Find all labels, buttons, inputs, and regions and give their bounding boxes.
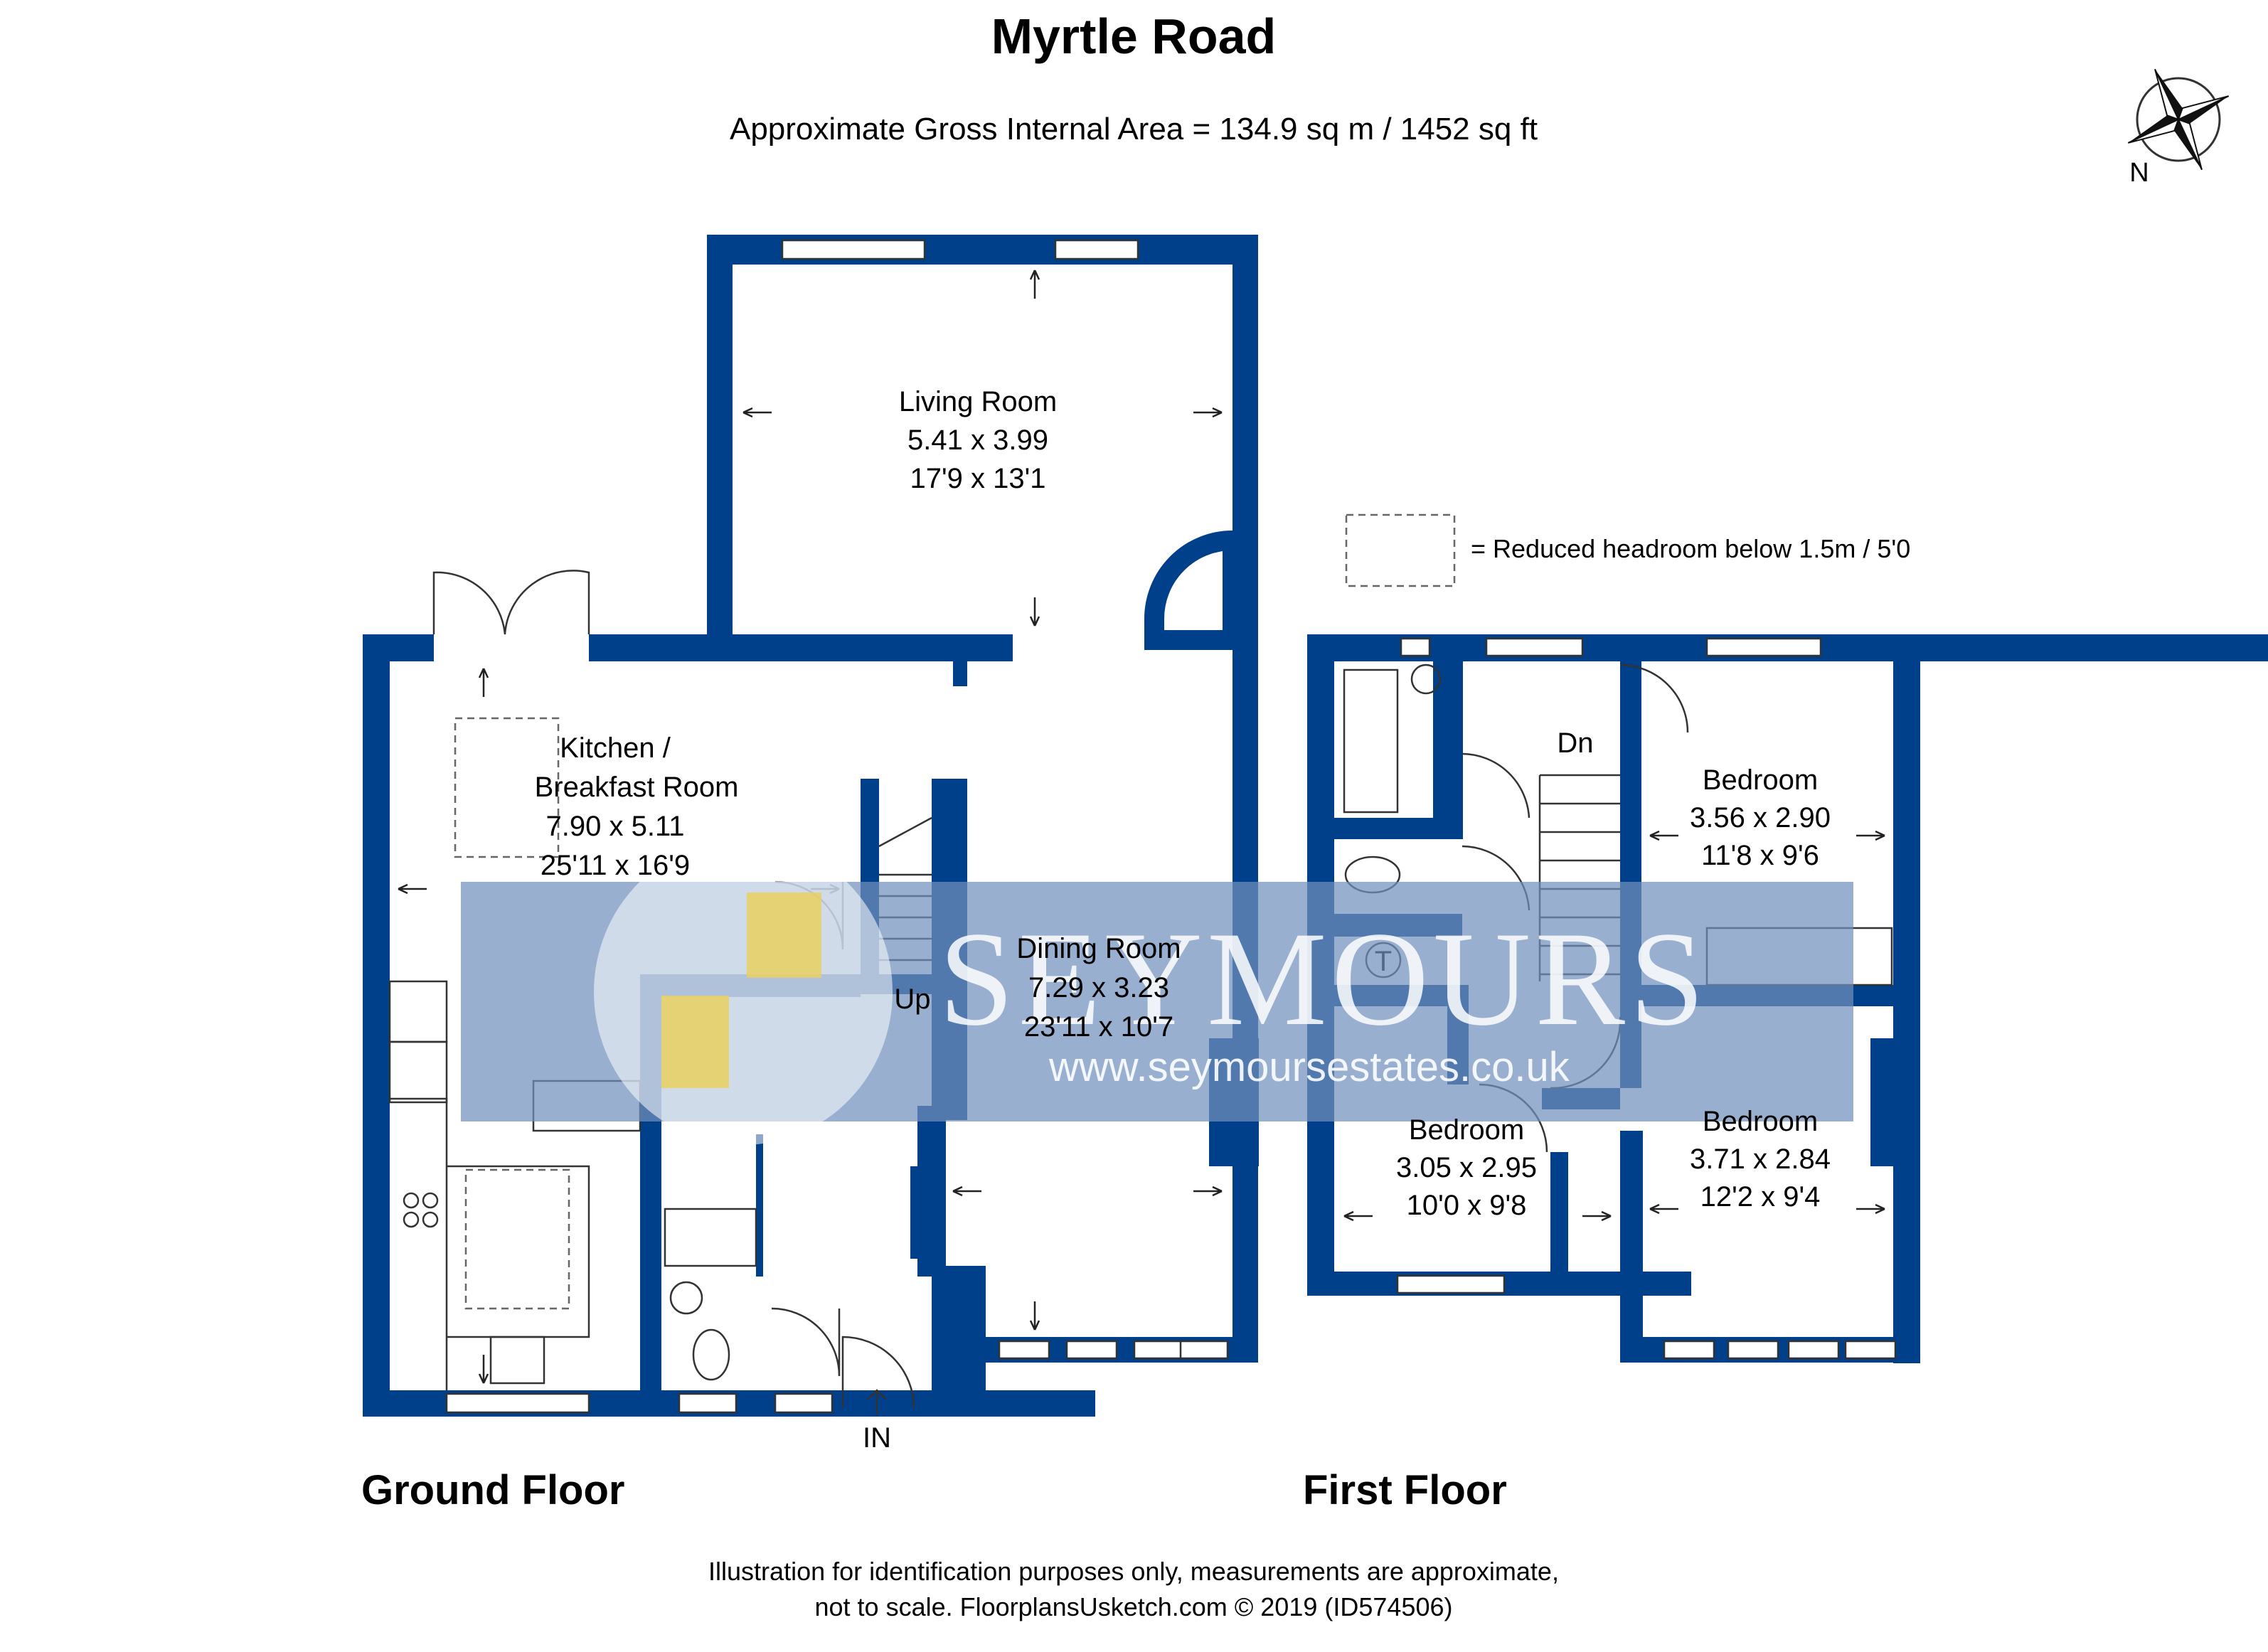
ground-floor-label: Ground Floor (361, 1467, 625, 1513)
room-name: Bedroom (1703, 764, 1818, 796)
room-imperial: 10'0 x 9'8 (1407, 1190, 1527, 1221)
room-imperial: 23'11 x 10'7 (1024, 1011, 1173, 1043)
room-metric: 7.90 x 5.11 (546, 811, 685, 842)
compass-rose-icon (2127, 68, 2230, 171)
ground-floor-fixtures (388, 717, 932, 1390)
stairs-up-label: Up (894, 984, 930, 1015)
logo-yellow-block (661, 996, 729, 1088)
room-label-kitchen: Kitchen / Breakfast Room 7.90 x 5.11 25'… (535, 732, 739, 881)
reduced-headroom-legend-label: = Reduced headroom below 1.5m / 5'0 (1471, 534, 1910, 563)
room-name: Kitchen / (560, 732, 671, 764)
room-label-dining-room: Dining Room 7.29 x 3.23 23'11 x 10'7 (1016, 933, 1181, 1043)
room-name: Bedroom (1703, 1106, 1818, 1137)
room-label-bedroom-2: Bedroom 3.05 x 2.95 10'0 x 9'8 (1396, 1114, 1537, 1221)
logo-yellow-block (747, 892, 821, 978)
room-imperial: 12'2 x 9'4 (1700, 1181, 1821, 1213)
room-name: Living Room (899, 386, 1057, 417)
dimension-arrows (398, 270, 1885, 1384)
seymours-watermark: SEYMOURS www.seymoursestates.co.uk (461, 839, 1853, 1145)
compass-north-label: N (2129, 158, 2149, 188)
room-metric: 3.05 x 2.95 (1396, 1152, 1537, 1183)
room-name: Bedroom (1409, 1114, 1524, 1146)
watermark-brand: SEYMOURS (939, 905, 1709, 1054)
room-metric: 3.71 x 2.84 (1690, 1144, 1831, 1175)
entrance-label: IN (863, 1422, 891, 1454)
room-label-living-room: Living Room 5.41 x 3.99 17'9 x 13'1 (899, 386, 1057, 494)
room-metric: 7.29 x 3.23 (1028, 972, 1169, 1003)
disclaimer-line-1: Illustration for identification purposes… (708, 1557, 1559, 1586)
reduced-headroom-legend-swatch (1345, 513, 1456, 587)
disclaimer-line-2: not to scale. FloorplansUsketch.com © 20… (815, 1592, 1453, 1621)
room-name: Dining Room (1016, 933, 1181, 964)
gross-area-label: Approximate Gross Internal Area = 134.9 … (730, 112, 1538, 146)
room-name: Breakfast Room (535, 772, 739, 803)
room-metric: 3.56 x 2.90 (1690, 802, 1831, 833)
room-metric: 5.41 x 3.99 (907, 425, 1048, 456)
first-floor-openings (1396, 637, 1897, 1360)
watermark-url: www.seymoursestates.co.uk (1048, 1044, 1570, 1090)
plan-title: Myrtle Road (991, 9, 1277, 64)
stairs-down-label: Dn (1557, 728, 1593, 759)
room-imperial: 11'8 x 9'6 (1701, 840, 1819, 871)
ground-floor-walls (363, 235, 1259, 1417)
ground-floor-openings (432, 239, 1242, 1414)
first-floor-label: First Floor (1303, 1467, 1507, 1513)
room-imperial: 17'9 x 13'1 (910, 463, 1046, 494)
room-label-bedroom-1: Bedroom 3.56 x 2.90 11'8 x 9'6 (1690, 764, 1831, 871)
entrance-arrow-icon (867, 1389, 887, 1415)
room-label-bedroom-3: Bedroom 3.71 x 2.84 12'2 x 9'4 (1690, 1106, 1831, 1213)
room-imperial: 25'11 x 16'9 (541, 850, 690, 881)
